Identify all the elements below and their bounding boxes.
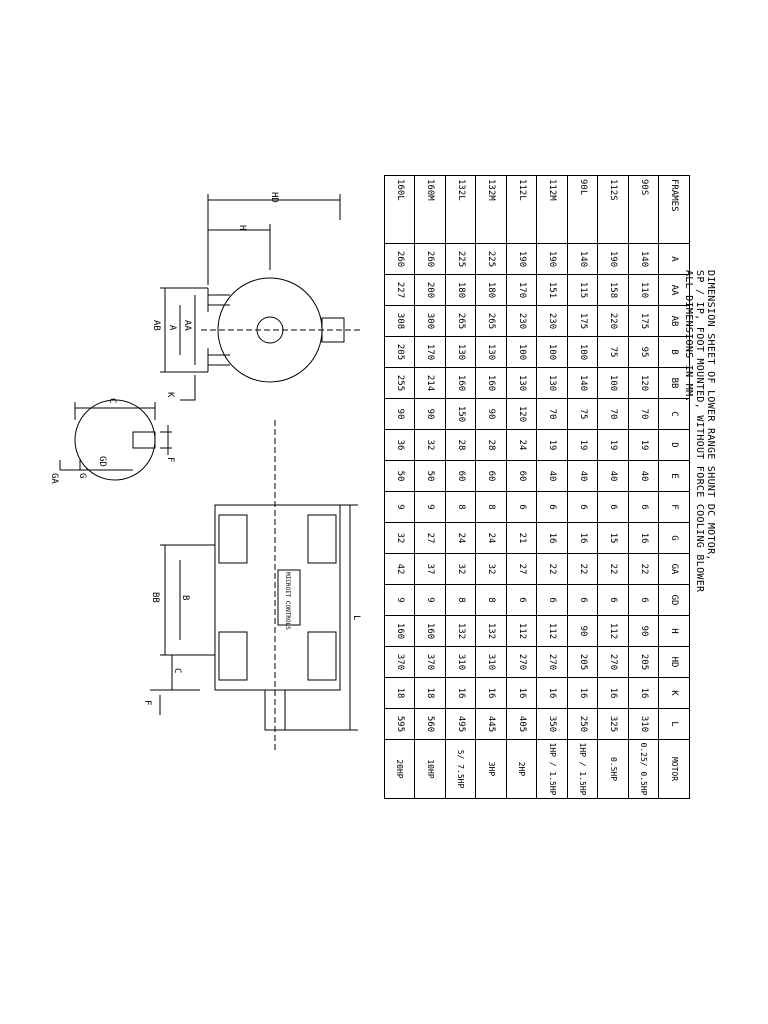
label-k: K xyxy=(165,392,175,398)
label-ga: GA xyxy=(49,473,59,484)
c-f-dims xyxy=(150,655,200,715)
fins-right-top xyxy=(307,631,337,681)
label-c: C xyxy=(172,668,182,673)
label-hd: HD xyxy=(269,192,279,203)
label-controls: MICROIT CONTROLS xyxy=(284,572,291,630)
label-aa: AA xyxy=(182,320,192,331)
fins-left-bottom xyxy=(218,514,248,564)
shaft-g-ga-dims xyxy=(59,460,133,471)
fins-left-top xyxy=(307,514,337,564)
label-g: G xyxy=(77,473,87,478)
shaft-end-circle xyxy=(74,399,156,481)
label-l: L xyxy=(351,615,361,620)
side-view xyxy=(150,420,358,750)
label-f: F xyxy=(142,700,152,705)
l-dim xyxy=(285,504,358,731)
foot-right xyxy=(207,348,230,372)
shaft-c-dim xyxy=(74,402,156,420)
dimension-sheet: DIMENSION SHEET OF LOWER RANGE SHUNT DC … xyxy=(30,170,720,810)
fins-right-bottom xyxy=(218,631,248,681)
end-view xyxy=(160,194,360,401)
label-shaft-f: F xyxy=(165,457,175,462)
hd-dim xyxy=(207,194,341,285)
motor-drawing: HD H AA A AB K C F GD G GA xyxy=(49,192,361,750)
k-dim xyxy=(180,375,196,401)
label-a: A xyxy=(167,325,177,331)
label-bb: BB xyxy=(150,592,160,603)
label-b: B xyxy=(180,595,190,600)
b-bb-dims xyxy=(160,544,215,656)
label-shaft-c: C xyxy=(107,398,117,403)
shaft-key xyxy=(132,431,156,449)
shaft-end-view xyxy=(59,399,172,481)
label-gd: GD xyxy=(97,456,107,467)
shaft-f-dim xyxy=(160,425,172,455)
label-ab: AB xyxy=(151,320,161,331)
controls-box xyxy=(277,569,301,626)
label-h: H xyxy=(237,225,247,230)
h-dim xyxy=(208,224,271,270)
aa-a-ab-dims xyxy=(160,287,208,373)
foot-left xyxy=(207,288,230,312)
